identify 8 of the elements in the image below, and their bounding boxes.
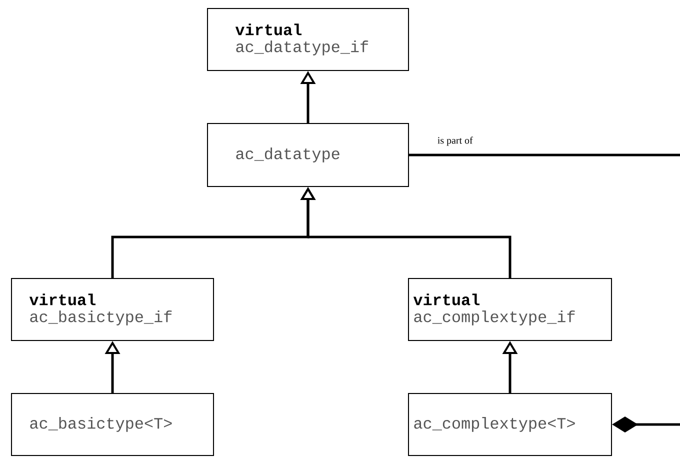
class-box: virtual ac_complextype_if [408,278,612,341]
class-box: ac_datatype [207,122,409,187]
connector [409,154,680,156]
edge-label: is part of [438,136,473,146]
class-box: ac_basictype<T> [11,392,214,456]
class-box: ac_complextype<T> [408,392,612,456]
class-box: virtual ac_basictype_if [11,278,214,341]
class-box: virtual ac_datatype_if [207,8,409,71]
